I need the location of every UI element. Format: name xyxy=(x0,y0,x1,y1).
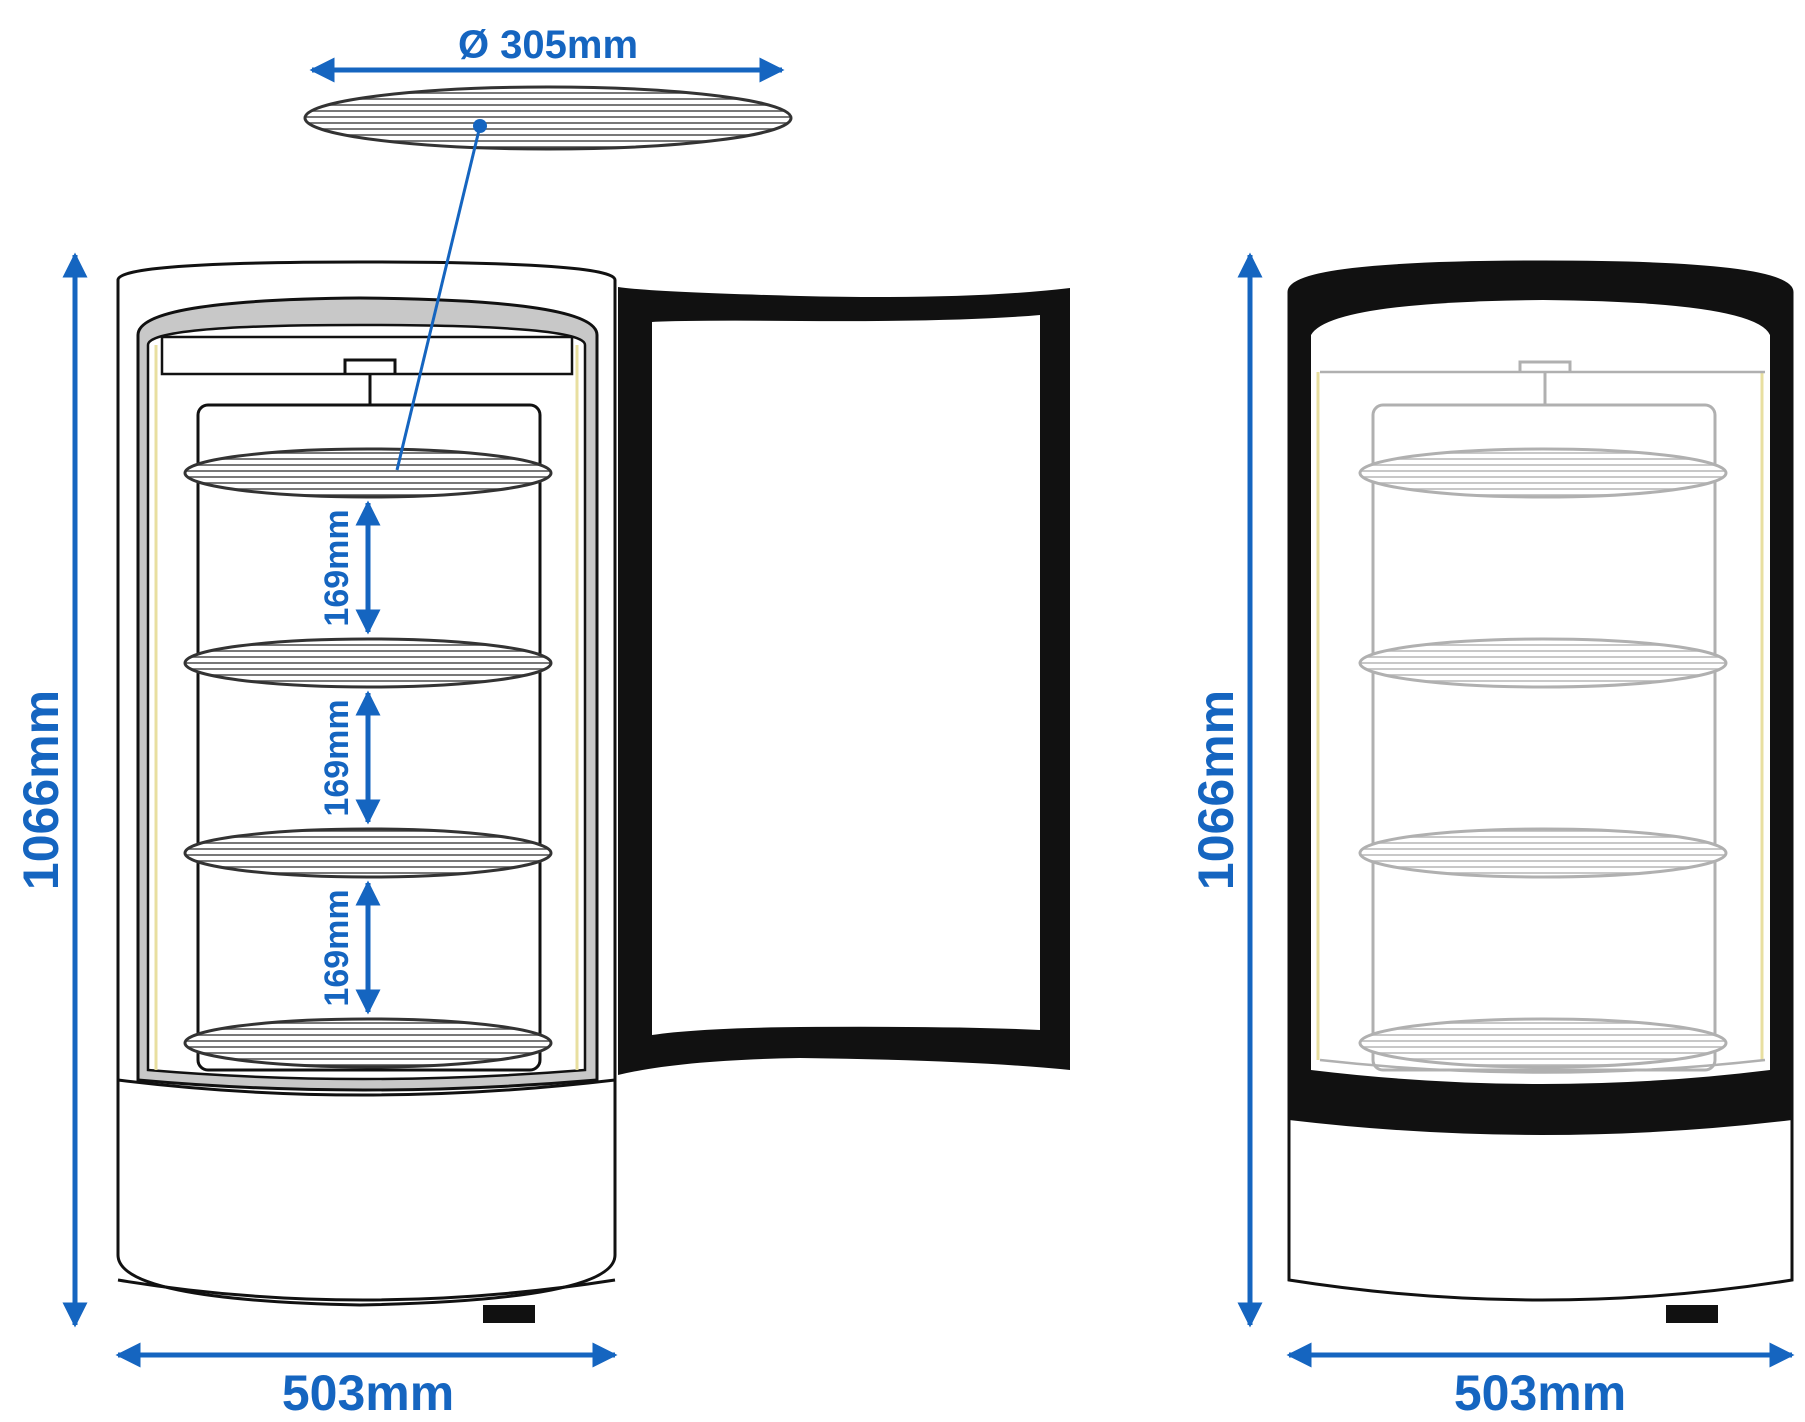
right-shelves xyxy=(1358,447,1728,1069)
right-glass-window xyxy=(1311,300,1770,1084)
left-shelves xyxy=(183,447,553,1069)
grill-shelf xyxy=(1358,447,1728,499)
right-hanger xyxy=(1518,360,1572,405)
dimension-arrows xyxy=(62,57,1795,1368)
grill-shelf xyxy=(1358,637,1728,689)
grill-shelf xyxy=(183,637,553,689)
shelf-spacing-label-1: 169mm xyxy=(318,509,356,626)
width-label-left: 503mm xyxy=(282,1365,454,1421)
grill-shelf xyxy=(1358,827,1728,879)
shelf-spacing-label-2: 169mm xyxy=(318,699,356,816)
left-shelf-cage xyxy=(196,403,542,1072)
height-label-right: 1066mm xyxy=(1188,690,1244,890)
left-top-bracket xyxy=(160,335,574,376)
grill-shelf xyxy=(1358,1017,1728,1069)
left-unit xyxy=(116,260,1070,1323)
grill-shelf xyxy=(183,827,553,879)
right-shelf-cage xyxy=(1371,403,1717,1072)
height-label-left: 1066mm xyxy=(13,690,69,890)
shelf-callout-line xyxy=(395,125,482,471)
right-floor xyxy=(1319,1058,1766,1074)
left-hanger xyxy=(343,358,397,405)
shelf-spacing-label-3: 169mm xyxy=(318,889,356,1006)
right-unit xyxy=(1287,260,1794,1323)
width-label-right: 503mm xyxy=(1454,1365,1626,1421)
exploded-shelf xyxy=(303,85,793,151)
left-base xyxy=(117,1078,616,1097)
grill-shelf xyxy=(183,1017,553,1069)
left-door-glass xyxy=(652,315,1040,1035)
left-foot xyxy=(483,1305,535,1323)
diameter-label: Ø 305mm xyxy=(458,23,638,67)
grill-shelf xyxy=(183,447,553,499)
right-foot xyxy=(1666,1305,1718,1323)
left-base-bottom xyxy=(117,1278,616,1302)
